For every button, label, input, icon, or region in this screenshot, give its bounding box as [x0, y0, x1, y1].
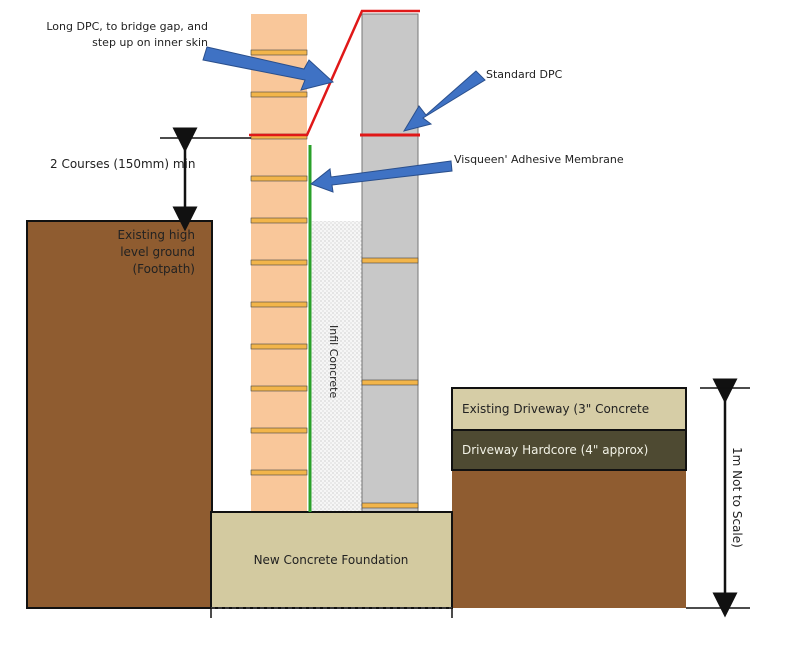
visqueen-label: Visqueen' Adhesive Membrane	[454, 153, 624, 166]
inner-block-wall	[361, 13, 419, 513]
long-dpc	[249, 9, 420, 137]
brick-mortar-joint	[250, 301, 308, 308]
courses-label: 2 Courses (150mm) min	[50, 157, 196, 171]
block-mortar-joint	[361, 257, 419, 264]
existing-ground	[26, 220, 213, 609]
standard-dpc-callout-arrow	[402, 70, 486, 132]
foundation-label: New Concrete Foundation	[254, 553, 409, 567]
brick-mortar-joint	[250, 217, 308, 224]
brick-mortar-joint	[250, 343, 308, 350]
standard-dpc-label: Standard DPC	[486, 68, 563, 81]
hardcore-label: Driveway Hardcore (4" approx)	[462, 443, 648, 457]
long-dpc-label-line1: Long DPC, to bridge gap, and	[46, 20, 208, 33]
scale-label: 1m Not to Scale)	[730, 447, 744, 548]
ground-label-line1: Existing high	[117, 228, 195, 242]
long-dpc-label-line2: step up on inner skin	[92, 36, 208, 49]
brick-mortar-joint	[250, 385, 308, 392]
brick-mortar-joint	[250, 49, 308, 56]
outer-brick-wall	[250, 14, 308, 512]
infill-concrete	[309, 221, 362, 512]
concrete-foundation	[210, 511, 453, 609]
infill-label: Infil Concrete	[327, 325, 340, 398]
block-mortar-joint	[361, 502, 419, 509]
driveway-label: Existing Driveway (3" Concrete	[462, 402, 649, 416]
ground-label-line3: (Footpath)	[132, 262, 195, 276]
brick-mortar-joint	[250, 175, 308, 182]
brick-mortar-joint	[250, 91, 308, 98]
block-mortar-joint	[361, 379, 419, 386]
brick-mortar-joint	[250, 469, 308, 476]
long-dpc-callout-arrow	[202, 46, 335, 91]
driveway-hardcore	[451, 429, 687, 471]
right-soil	[452, 470, 686, 608]
ground-label-line2: level ground	[120, 245, 195, 259]
brick-mortar-joint	[250, 259, 308, 266]
brick-mortar-joint	[250, 427, 308, 434]
visqueen-callout-arrow	[309, 160, 453, 193]
